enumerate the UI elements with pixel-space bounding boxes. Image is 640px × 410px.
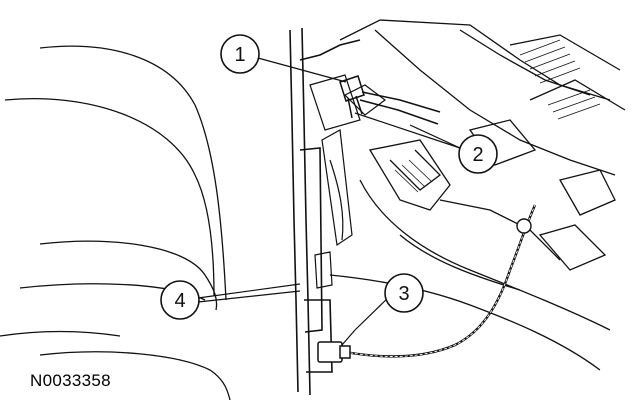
callout-4-label: 4 [174,290,185,312]
seat-outline [0,45,231,401]
callout-3-label: 3 [398,283,409,305]
lower-connector [317,341,351,363]
pillar-trim-panel [289,27,361,396]
callout-4: 4 [160,280,200,320]
harness-grommet [516,218,532,234]
callout-1-label: 1 [234,44,245,66]
callout-2: 2 [458,134,498,174]
callout-3: 3 [384,273,424,313]
callout-1: 1 [220,34,260,74]
dash-hatching [394,39,601,193]
callout-2-label: 2 [472,144,483,166]
figure-id: N0033358 [30,371,111,390]
dashboard-structure [329,19,626,371]
upper-connector [339,75,441,125]
wiring-harness-inner [344,204,536,357]
leader-lines [197,57,461,346]
